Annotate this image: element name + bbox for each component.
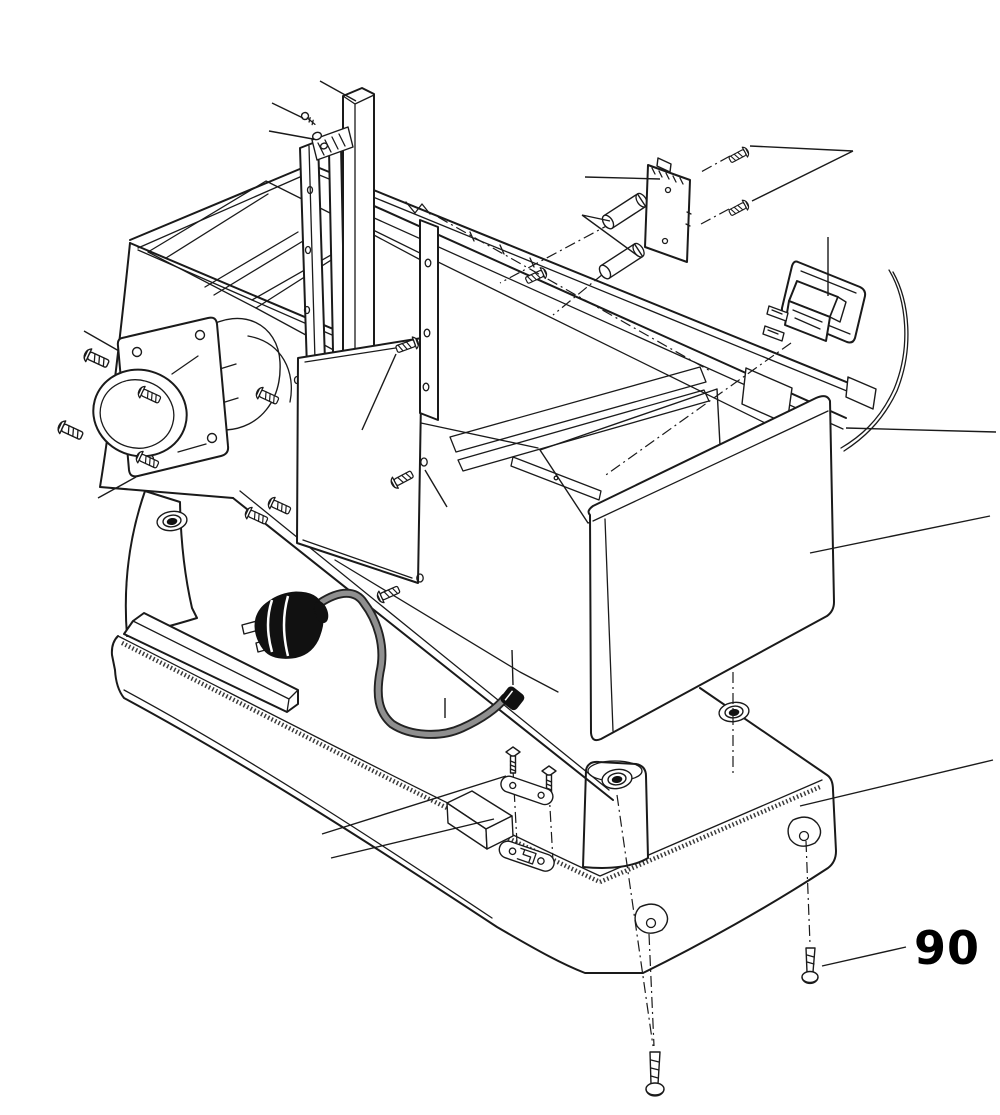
leader-line bbox=[749, 145, 854, 202]
centerline bbox=[648, 933, 655, 1047]
post-clamp-nut bbox=[311, 131, 323, 141]
leader-line bbox=[268, 130, 314, 140]
leader-line bbox=[424, 469, 448, 508]
leader-line bbox=[809, 515, 991, 554]
rail-end-bracket bbox=[845, 376, 877, 410]
leader-line bbox=[799, 759, 994, 807]
centerline bbox=[437, 216, 713, 373]
base-mounting-screw-front bbox=[616, 794, 665, 1097]
leader-line bbox=[584, 176, 661, 180]
screw bbox=[55, 418, 86, 444]
keyhole-slot-right bbox=[787, 816, 822, 847]
screw bbox=[726, 145, 751, 166]
switch-terminal bbox=[762, 325, 785, 342]
housing-base-seam bbox=[232, 497, 614, 801]
pcb-mounting-plate bbox=[644, 164, 691, 263]
screw bbox=[81, 346, 112, 372]
base-mounting-screw-right bbox=[801, 840, 819, 985]
cord-clamp bbox=[321, 746, 557, 872]
leader-line bbox=[319, 80, 357, 102]
motor-housing bbox=[92, 355, 207, 458]
leader-line bbox=[83, 330, 120, 352]
leader-line bbox=[581, 214, 639, 257]
base-bottom-inner-line bbox=[123, 689, 493, 919]
centerline bbox=[512, 769, 518, 844]
base-foot-left bbox=[124, 490, 198, 637]
leader-line bbox=[821, 946, 907, 967]
cord-clamp-base bbox=[498, 840, 555, 872]
post-clamp-screw bbox=[300, 111, 316, 126]
switch-wire bbox=[840, 269, 997, 452]
centerline bbox=[552, 208, 730, 316]
centerline bbox=[616, 794, 654, 1047]
callout-label: 90 bbox=[914, 921, 980, 975]
callout-90: 90 bbox=[821, 921, 980, 975]
centerline bbox=[805, 840, 811, 945]
standoff-spacer bbox=[599, 190, 651, 232]
screw bbox=[726, 198, 751, 219]
pcb-assembly bbox=[499, 145, 854, 316]
power-cord bbox=[241, 588, 525, 739]
motor-mount-panel bbox=[296, 219, 448, 605]
leader-line bbox=[97, 476, 137, 499]
cord-clamp-bracket bbox=[500, 775, 554, 806]
power-plug bbox=[241, 591, 329, 659]
leader-line bbox=[511, 649, 514, 686]
leader-line bbox=[845, 427, 997, 433]
motor-assembly bbox=[55, 316, 312, 528]
centerline bbox=[602, 342, 792, 478]
clamp-screw bbox=[505, 746, 521, 774]
leader-line bbox=[321, 775, 507, 835]
cord-ferrule bbox=[500, 686, 525, 711]
leader-line bbox=[330, 818, 495, 859]
base-outline bbox=[110, 635, 837, 974]
rocker-switch bbox=[602, 237, 867, 478]
keyhole-slot-front bbox=[634, 903, 669, 934]
leader-line bbox=[361, 353, 397, 431]
standoff-spacer bbox=[596, 240, 648, 282]
panel-flange-strip bbox=[419, 219, 439, 421]
screw bbox=[242, 505, 270, 528]
centerline bbox=[499, 155, 731, 284]
leader-line bbox=[271, 102, 304, 119]
washer bbox=[319, 142, 329, 150]
screw bbox=[265, 495, 293, 518]
right-cover bbox=[587, 395, 991, 776]
strain-relief-block bbox=[446, 790, 514, 850]
